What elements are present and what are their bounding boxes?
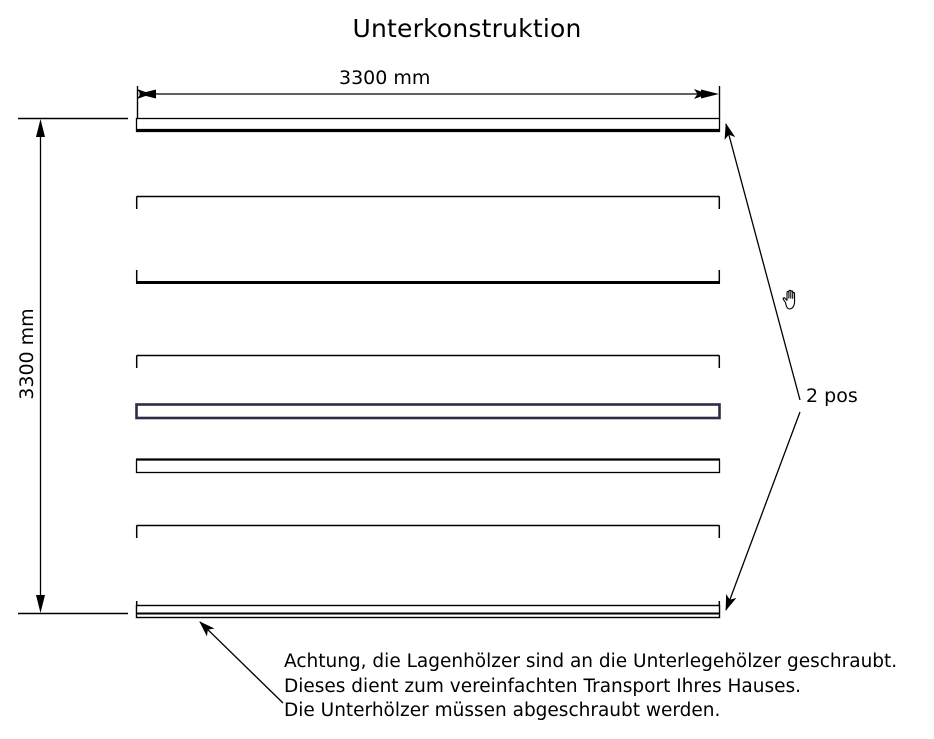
beam-unterlegholz-top bbox=[135, 117, 721, 133]
position-callout-label: 2 pos bbox=[806, 385, 858, 407]
note-line-3: Die Unterhölzer müssen abgeschraubt werd… bbox=[284, 700, 721, 721]
dimension-vertical-label: 3300 mm bbox=[16, 308, 38, 400]
beam-lagenholz-3 bbox=[135, 524, 721, 619]
beam-lagenholz-2 bbox=[135, 354, 721, 420]
dimension-vertical bbox=[18, 117, 128, 615]
note-block: Achtung, die Lagenhölzer sind an die Unt… bbox=[284, 650, 897, 724]
note-line-1: Achtung, die Lagenhölzer sind an die Unt… bbox=[284, 651, 898, 672]
dimension-horizontal bbox=[136, 86, 721, 119]
leader-note bbox=[199, 621, 284, 704]
beam-unterlegholz-mid bbox=[135, 458, 721, 474]
dimension-horizontal-label: 3300 mm bbox=[333, 67, 437, 89]
page-title: Unterkonstruktion bbox=[352, 14, 582, 43]
beam-lagenholz-1 bbox=[135, 195, 721, 284]
leader-2pos bbox=[724, 123, 801, 611]
note-line-2: Dieses dient zum vereinfachten Transport… bbox=[284, 675, 802, 697]
